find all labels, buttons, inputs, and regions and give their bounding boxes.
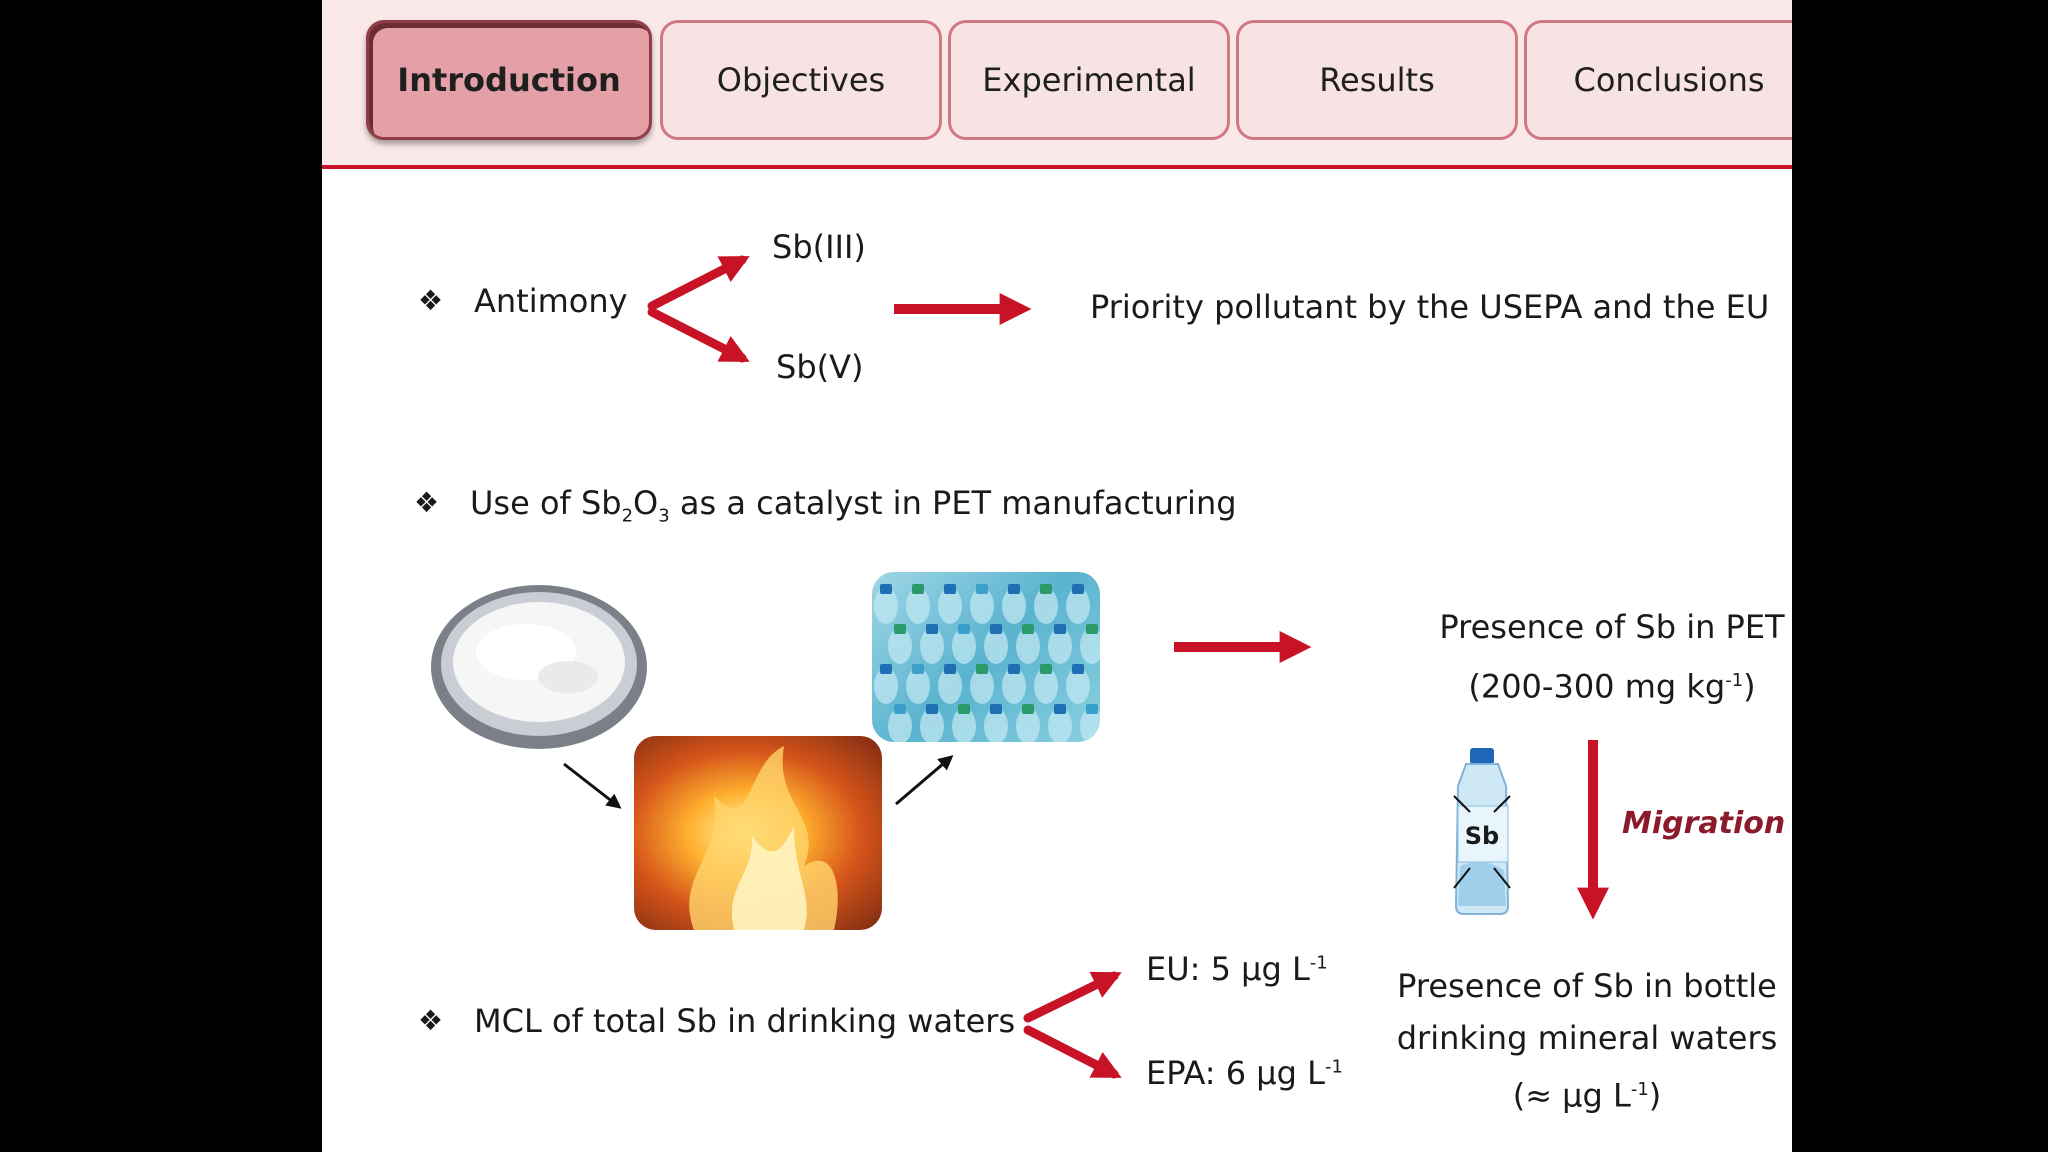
tab-conclusions[interactable]: Conclusions	[1524, 20, 1792, 140]
antimony-label: Antimony	[474, 282, 628, 320]
tab-results[interactable]: Results	[1236, 20, 1518, 140]
fire-to-bottles-arrow	[895, 755, 954, 806]
petri-dish-powder-image	[428, 582, 650, 752]
sb-iii-label: Sb(III)	[772, 228, 866, 266]
mcl-label: MCL of total Sb in drinking waters	[474, 1002, 1016, 1040]
mcl-fork-arrow	[1023, 971, 1122, 1079]
antimony-fork-arrow	[647, 255, 750, 363]
powder-to-fire-arrow	[563, 762, 622, 809]
bullet-icon: ❖	[414, 486, 440, 519]
tab-experimental[interactable]: Experimental	[948, 20, 1230, 140]
bottle-sb-label: Sb	[1464, 822, 1500, 850]
migration-label: Migration	[1622, 806, 1786, 841]
priority-pollutant-text: Priority pollutant by the USEPA and the …	[1090, 288, 1770, 326]
presence-pet-text: Presence of Sb in PET (200-300 mg kg-1)	[1439, 608, 1785, 706]
arrows-layer	[563, 255, 1610, 1079]
tab-bar: Introduction Objectives Experimental Res…	[322, 0, 1792, 166]
header-divider	[322, 165, 1792, 169]
sb-v-label: Sb(V)	[776, 348, 864, 386]
tab-introduction[interactable]: Introduction	[366, 20, 652, 140]
slide: Introduction Objectives Experimental Res…	[322, 0, 1792, 1152]
epa-limit-text: EPA: 6 µg L-1	[1146, 1054, 1343, 1092]
presence-bottled-text: Presence of Sb in bottle drinking minera…	[1396, 967, 1778, 1115]
bullet-icon: ❖	[418, 284, 444, 317]
water-bottle-image: Sb	[1442, 746, 1522, 916]
tab-objectives[interactable]: Objectives	[660, 20, 942, 140]
eu-limit-text: EU: 5 µg L-1	[1146, 950, 1328, 988]
bullet-icon: ❖	[418, 1004, 444, 1037]
catalyst-text: Use of Sb2O3 as a catalyst in PET manufa…	[470, 484, 1237, 527]
pet-bottles-image	[872, 572, 1100, 742]
fire-image	[634, 736, 882, 930]
